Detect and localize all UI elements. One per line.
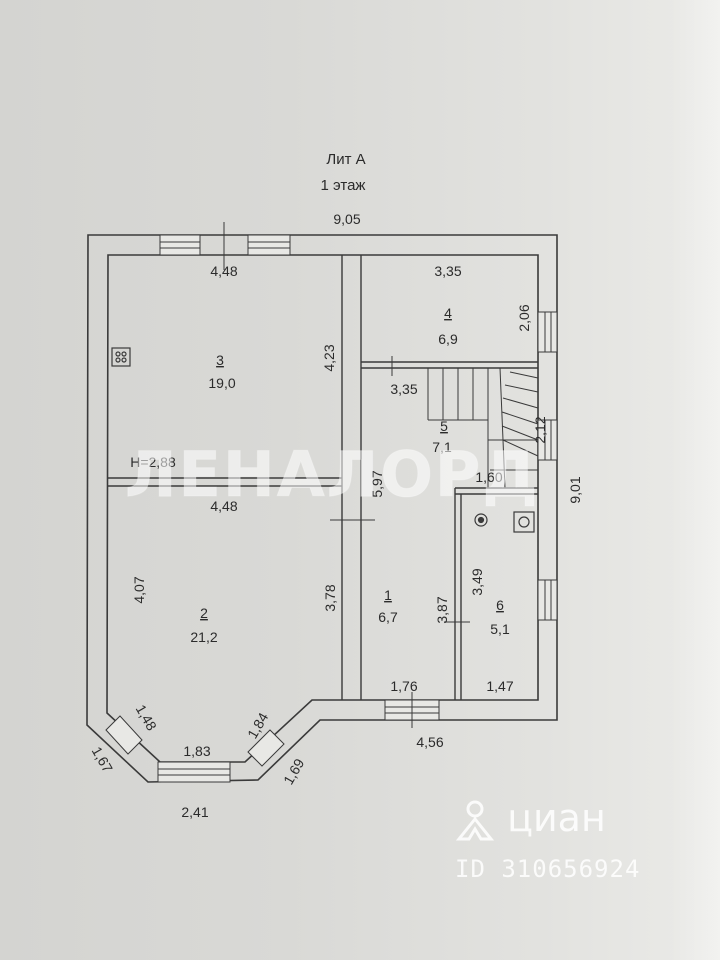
fixtures — [111, 347, 535, 533]
windows — [105, 234, 558, 783]
dim-room3-top: 4,48 — [210, 263, 237, 279]
room-area: 21,2 — [190, 629, 217, 645]
wall-3-2 — [108, 477, 342, 487]
sink-icon — [513, 511, 535, 533]
stove-icon — [111, 347, 131, 367]
room-area: 5,1 — [490, 621, 510, 637]
room-1: 1 6,7 — [378, 587, 398, 625]
dim-bay-left-inner: 1,48 — [133, 702, 161, 734]
dim-bay-center-outer: 2,41 — [181, 804, 208, 820]
room-number: 2 — [200, 605, 208, 621]
room-area: 19,0 — [208, 375, 235, 391]
ceiling-height: H=2,88 — [130, 454, 176, 470]
room-2: 2 21,2 — [190, 605, 217, 645]
dim-room6-side: 3,49 — [469, 568, 485, 595]
lit-label: Лит А — [326, 151, 365, 168]
cian-brand-text: циан — [507, 796, 606, 840]
dim-right-total: 9,01 — [567, 476, 583, 503]
dim-room6-bottom: 1,47 — [486, 678, 513, 694]
room-4: 4 6,9 — [438, 305, 458, 347]
dim-corridor-side: 5,97 — [369, 470, 385, 497]
lenoblpotok-watermark: ЛЕНАЛОРД — [125, 438, 540, 512]
room-number: 3 — [216, 352, 224, 368]
room-area: 6,9 — [438, 331, 458, 347]
dim-stair-top: 3,35 — [390, 381, 417, 397]
boiler-icon — [474, 513, 488, 527]
window-right-3 — [537, 579, 558, 621]
window-bay-center — [157, 761, 231, 783]
window-top-1 — [159, 234, 201, 256]
dim-room4-top: 3,35 — [434, 263, 461, 279]
wall-1-6 — [454, 488, 462, 700]
room-5: 5 7,1 — [432, 418, 452, 455]
room-number: 5 — [440, 418, 448, 434]
paper-edge-light — [670, 0, 720, 960]
window-bay-left — [105, 715, 143, 755]
dim-bottom-right: 4,56 — [416, 734, 443, 750]
staircase — [427, 367, 539, 489]
window-top-2 — [247, 234, 291, 256]
dim-stair-side: 2,12 — [532, 416, 548, 443]
room-number: 4 — [444, 305, 452, 321]
room-area: 6,7 — [378, 609, 398, 625]
room-6: 6 5,1 — [490, 597, 510, 637]
cian-listing-id: ID 310656924 — [455, 855, 641, 883]
dim-room1-side: 3,87 — [434, 596, 450, 623]
cian-pin-icon — [455, 800, 495, 840]
room-3: 3 19,0 — [208, 352, 235, 391]
room-number: 1 — [384, 587, 392, 603]
dimension-ticks — [223, 222, 470, 728]
dim-room1-bottom: 1,76 — [390, 678, 417, 694]
floor-label: 1 этаж — [321, 177, 366, 194]
room-number: 6 — [496, 597, 504, 613]
dim-room4-side: 2,06 — [516, 304, 532, 331]
window-right-1 — [537, 311, 558, 353]
dim-bay-center-inner: 1,83 — [183, 743, 210, 759]
dim-room3-side: 4,23 — [321, 344, 337, 371]
dim-room2-left: 4,07 — [131, 576, 147, 603]
dim-room2-right: 3,78 — [322, 584, 338, 611]
room-area: 7,1 — [432, 439, 452, 455]
dim-top-total: 9,05 — [333, 211, 360, 227]
dim-stair-bottom: 1,60 — [475, 469, 502, 485]
wall-5-6 — [455, 487, 538, 495]
dim-room2-top: 4,48 — [210, 498, 237, 514]
window-bay-right — [247, 729, 285, 767]
cian-logo: циан — [455, 788, 655, 848]
dim-bay-right-outer: 1,69 — [280, 756, 308, 788]
wall-4-5 — [361, 361, 538, 369]
